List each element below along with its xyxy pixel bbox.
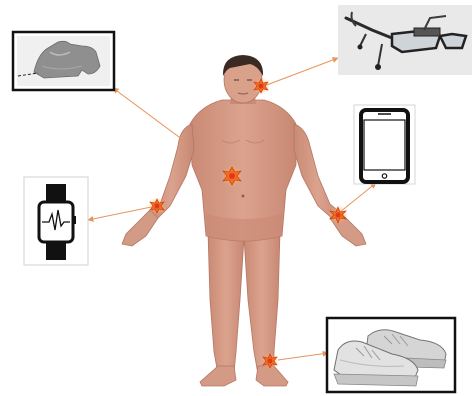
phone-icon	[361, 110, 408, 182]
sensor-marker-left-wrist	[148, 197, 166, 215]
device-smart-garment	[13, 32, 114, 90]
device-smartphone	[354, 105, 415, 184]
device-smart-glasses	[338, 5, 472, 75]
sensor-marker-temple	[252, 77, 270, 95]
garment-icon	[17, 36, 110, 86]
left-leg	[208, 232, 244, 374]
left-hand	[122, 210, 158, 246]
device-smart-shoes	[327, 318, 455, 392]
connector-ankle-to-shoes	[278, 353, 328, 360]
left-foot	[200, 366, 236, 386]
connector-torso-to-garment	[113, 88, 183, 140]
connector-temple-to-glasses	[264, 58, 338, 86]
connector-wrist-to-phone	[340, 183, 376, 212]
right-leg	[244, 232, 280, 374]
sensor-marker-torso	[221, 165, 243, 187]
sensor-marker-ankle	[261, 352, 279, 370]
device-smartwatch	[24, 177, 88, 265]
sensor-marker-right-wrist	[328, 205, 348, 225]
